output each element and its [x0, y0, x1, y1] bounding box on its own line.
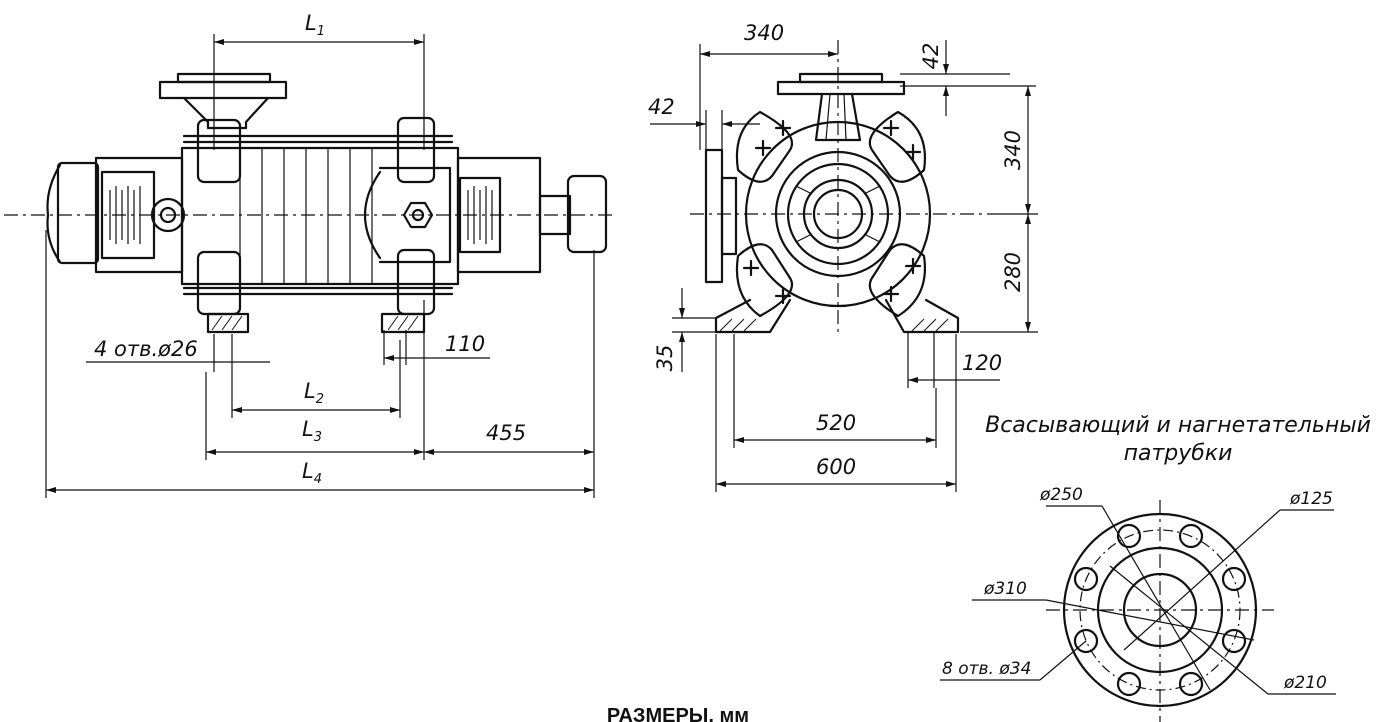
dim-42-left-label: 42 — [648, 95, 675, 119]
dim-520-label: 520 — [816, 411, 856, 435]
dimensions-caption: РАЗМЕРЫ, мм — [607, 705, 749, 722]
dim-340-right-label: 340 — [1001, 130, 1025, 170]
side-view-dimensions: L1 4 отв.ø26 110 L2 L3 455 L4 — [45, 11, 595, 498]
dim-35-label: 35 — [653, 345, 677, 372]
holes-note-flange: 8 отв. ø34 — [942, 659, 1031, 679]
dim-280-label: 280 — [1001, 252, 1025, 292]
dim-l3-label: L3 — [302, 417, 322, 445]
dim-120-label: 120 — [962, 351, 1002, 375]
dim-42-top-label: 42 — [919, 43, 943, 70]
holes-note-side: 4 отв.ø26 — [94, 337, 198, 361]
front-view-dimensions: 340 42 42 340 280 35 120 520 — [648, 21, 1038, 492]
flange-view: Всасывающий и нагнетательный патрубки ø2… — [940, 413, 1371, 722]
flange-title-line1: Всасывающий и нагнетательный — [985, 413, 1371, 438]
dim-600-label: 600 — [816, 455, 856, 479]
dim-d210-label: ø210 — [1283, 673, 1327, 693]
dim-d250-label: ø250 — [1039, 485, 1083, 505]
dim-110-label: 110 — [445, 332, 485, 356]
flange-title-line2: патрубки — [1124, 441, 1233, 466]
dim-455-label: 455 — [486, 421, 526, 445]
dim-d310-label: ø310 — [983, 579, 1027, 599]
pump-side-view — [4, 72, 612, 334]
dim-340-top-label: 340 — [744, 21, 784, 45]
dim-l4-label: L4 — [302, 459, 322, 487]
dim-l1-label: L1 — [305, 11, 325, 39]
pump-front-view — [690, 40, 1000, 336]
dim-l2-label: L2 — [304, 379, 324, 407]
dim-d125-label: ø125 — [1289, 489, 1333, 509]
